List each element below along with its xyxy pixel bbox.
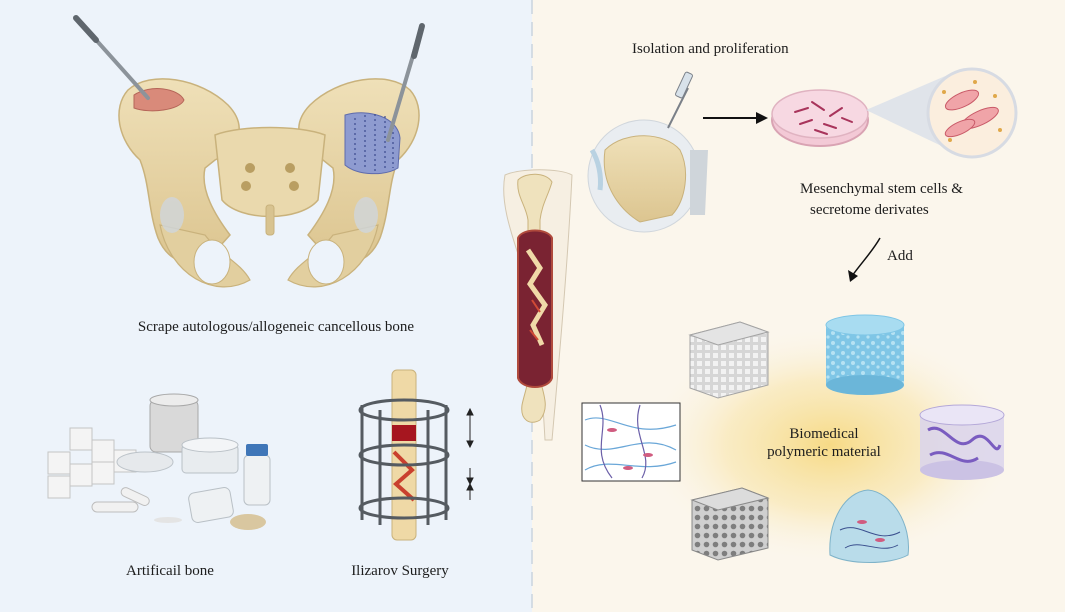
label-biomedical-line2: polymeric material xyxy=(767,444,881,460)
leg-fracture-illustration xyxy=(503,169,573,441)
label-msc-line1: Mesenchymal stem cells & xyxy=(800,181,963,197)
label-ilizarov-surgery: Ilizarov Surgery xyxy=(351,563,449,579)
scaffold-3d-printed xyxy=(688,321,770,399)
artificial-bone-illustration xyxy=(47,393,271,530)
petri-dish-illustration xyxy=(771,89,869,147)
magnified-cells-illustration xyxy=(866,67,1018,159)
label-scrape-bone: Scrape autologous/allogeneic cancellous … xyxy=(137,319,415,335)
scaffold-hydrogel-fiber xyxy=(919,404,1005,480)
arrow-to-culture xyxy=(703,112,768,124)
label-artificial-bone: Artificail bone xyxy=(126,563,214,579)
scaffold-electrospun-mesh xyxy=(581,402,681,482)
label-add: Add xyxy=(887,248,913,264)
ilizarov-frame-illustration xyxy=(358,369,474,541)
label-biomedical-line1: Biomedical xyxy=(789,426,859,442)
scaffold-sponge xyxy=(690,487,770,561)
panel-divider xyxy=(531,0,533,612)
label-isolation-proliferation: Isolation and proliferation xyxy=(632,41,789,57)
scaffold-cell-laden-gel xyxy=(829,489,909,563)
bone-marrow-aspiration-illustration xyxy=(587,71,708,233)
add-arrow xyxy=(848,237,881,282)
pelvis-illustration xyxy=(73,15,425,288)
left-panel-background xyxy=(0,0,532,612)
scaffold-porous-foam xyxy=(825,314,905,395)
label-msc-line2: secretome derivates xyxy=(810,202,929,218)
